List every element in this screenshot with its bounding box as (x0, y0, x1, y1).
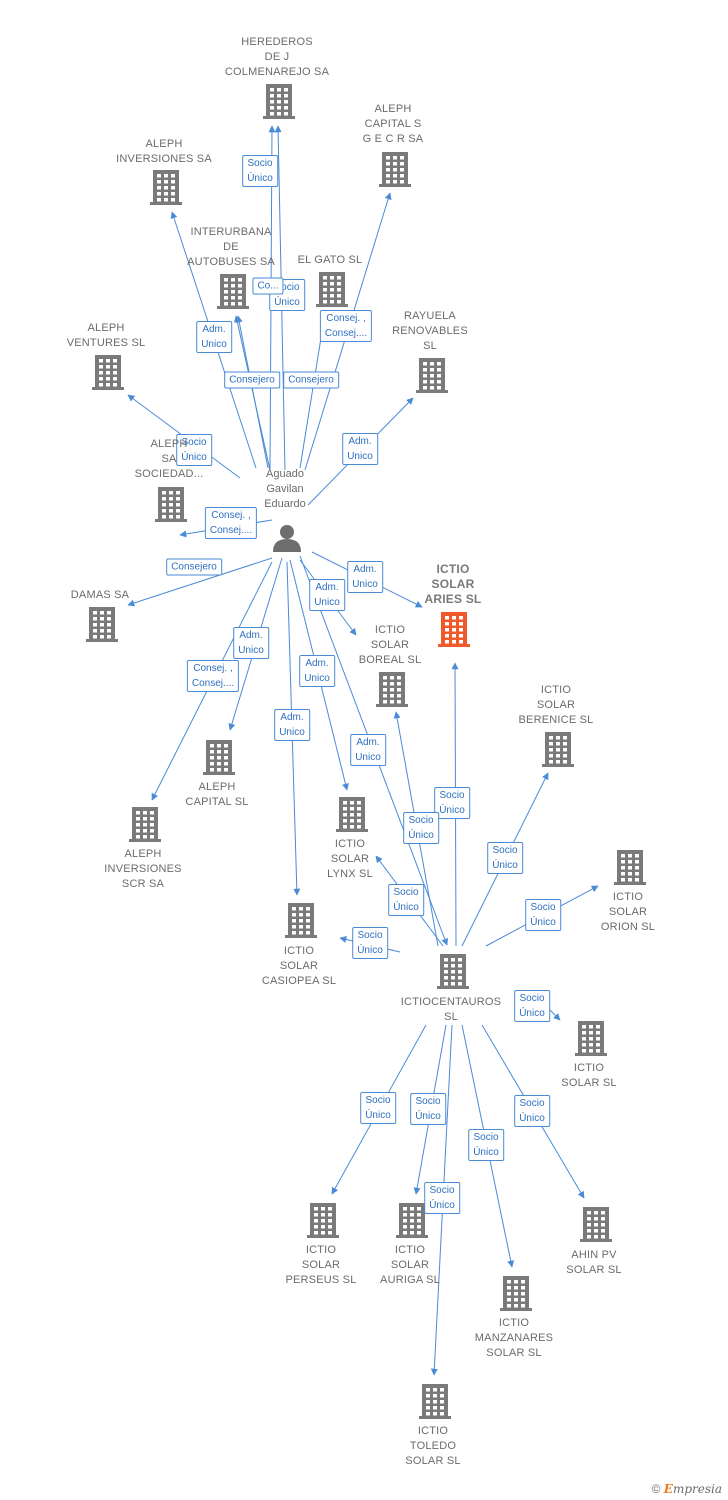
edge-label[interactable]: Socio Único (468, 1129, 504, 1161)
edge-label[interactable]: Co... (252, 277, 284, 295)
building-icon[interactable] (437, 954, 469, 989)
building-icon[interactable] (285, 903, 317, 938)
edge-label[interactable]: Adm. Unico (233, 627, 269, 659)
edge-label[interactable]: Socio Único (403, 812, 439, 844)
company-label[interactable]: ICTIO SOLAR PERSEUS SL (285, 1244, 357, 1286)
edge-p-damas (127, 557, 273, 607)
building-icon[interactable] (316, 272, 348, 307)
building-icon[interactable] (376, 672, 408, 707)
edge-label[interactable]: Socio Único (514, 990, 550, 1022)
footer: © Empresia (652, 1482, 722, 1496)
company-label[interactable]: ICTIOCENTAUROS SL (400, 996, 502, 1023)
building-icon[interactable] (580, 1207, 612, 1242)
edge-label[interactable]: Consejero (283, 371, 339, 389)
company-label[interactable]: ICTIO SOLAR ORION SL (600, 891, 656, 933)
company-label[interactable]: ICTIO SOLAR BERENICE SL (518, 684, 594, 726)
company-label[interactable]: ALEPH CAPITAL SL (185, 781, 249, 808)
company-label[interactable]: EL GATO SL (297, 254, 363, 266)
building-icon[interactable] (379, 152, 411, 187)
empresia-logo[interactable]: Empresia (663, 1482, 722, 1496)
edge-label[interactable]: Socio Único (388, 884, 424, 916)
building-icon[interactable] (129, 807, 161, 842)
edge-label[interactable]: Adm. Unico (347, 561, 383, 593)
edge-p-interurbana (233, 315, 271, 471)
edge-label[interactable]: Adm. Unico (350, 734, 386, 766)
building-icon[interactable] (150, 170, 182, 205)
edge-label[interactable]: Socio Único (434, 787, 470, 819)
edge-label[interactable]: Adm. Unico (196, 321, 232, 353)
building-icon[interactable] (500, 1276, 532, 1311)
company-label[interactable]: RAYUELA RENOVABLES SL (392, 310, 468, 352)
building-icon[interactable] (307, 1203, 339, 1238)
edge-label[interactable]: Socio Único (410, 1093, 446, 1125)
company-label[interactable]: ICTIO SOLAR SL (561, 1062, 617, 1089)
company-label[interactable]: ALEPH VENTURES SL (66, 322, 146, 349)
person-icon[interactable] (273, 525, 301, 552)
company-label[interactable]: INTERURBANA DE AUTOBUSES SA (187, 226, 275, 268)
edge-label[interactable]: Consej. , Consej.... (186, 660, 240, 692)
company-label[interactable]: ICTIO SOLAR AURIGA SL (380, 1244, 440, 1286)
company-label[interactable]: ICTIO TOLEDO SOLAR SL (405, 1425, 461, 1467)
edge-label[interactable]: Socio Único (424, 1182, 460, 1214)
building-icon[interactable] (336, 797, 368, 832)
company-label[interactable]: ICTIO SOLAR BOREAL SL (358, 624, 422, 666)
person-label[interactable]: Aguado Gavilan Eduardo (264, 468, 306, 510)
company-label[interactable]: ICTIO SOLAR CASIOPEA SL (261, 945, 337, 987)
edge-label[interactable]: Adm. Unico (274, 709, 310, 741)
edge-label[interactable]: Consejero (224, 371, 280, 389)
building-icon[interactable] (614, 850, 646, 885)
company-label[interactable]: ICTIO SOLAR ARIES SL (424, 562, 482, 606)
company-label[interactable]: ALEPH INVERSIONES SCR SA (104, 848, 182, 890)
icons-layer (86, 84, 646, 1419)
edge-label[interactable]: Consej. , Consej.... (319, 310, 373, 342)
company-label[interactable]: ICTIO SOLAR LYNX SL (327, 838, 373, 880)
company-label[interactable]: ALEPH SA SOCIEDAD... (134, 438, 204, 480)
company-label[interactable]: ALEPH INVERSIONES SA (116, 138, 212, 165)
edge-label[interactable]: Socio Único (242, 155, 278, 187)
building-icon[interactable] (438, 612, 470, 647)
building-icon[interactable] (416, 358, 448, 393)
company-label[interactable]: DAMAS SA (70, 589, 130, 601)
company-label[interactable]: HEREDEROS DE J COLMENAREJO SA (224, 36, 330, 78)
building-icon[interactable] (542, 732, 574, 767)
edge-label[interactable]: Socio Único (525, 899, 561, 931)
building-icon[interactable] (217, 274, 249, 309)
edge-label[interactable]: Adm. Unico (299, 655, 335, 687)
building-icon[interactable] (419, 1384, 451, 1419)
edge-label[interactable]: Socio Único (487, 842, 523, 874)
building-icon[interactable] (203, 740, 235, 775)
building-icon[interactable] (263, 84, 295, 119)
building-icon[interactable] (155, 487, 187, 522)
building-icon[interactable] (86, 607, 118, 642)
company-label[interactable]: ICTIO MANZANARES SOLAR SL (474, 1317, 554, 1359)
edge-label[interactable]: Socio Único (176, 434, 212, 466)
edge-label[interactable]: Consejero (166, 558, 222, 576)
building-icon[interactable] (92, 355, 124, 390)
building-icon[interactable] (575, 1021, 607, 1056)
company-label[interactable]: ALEPH CAPITAL S G E C R SA (362, 103, 424, 145)
edge-label[interactable]: Consej. , Consej.... (204, 507, 258, 539)
company-label[interactable]: AHIN PV SOLAR SL (566, 1249, 622, 1276)
edge-label[interactable]: Socio Único (360, 1092, 396, 1124)
edge-label[interactable]: Adm. Unico (342, 433, 378, 465)
edge-label[interactable]: Socio Único (352, 927, 388, 959)
copyright-symbol: © (651, 1482, 661, 1496)
building-icon[interactable] (396, 1203, 428, 1238)
edge-label[interactable]: Socio Único (514, 1095, 550, 1127)
edge-label[interactable]: Adm. Unico (309, 579, 345, 611)
